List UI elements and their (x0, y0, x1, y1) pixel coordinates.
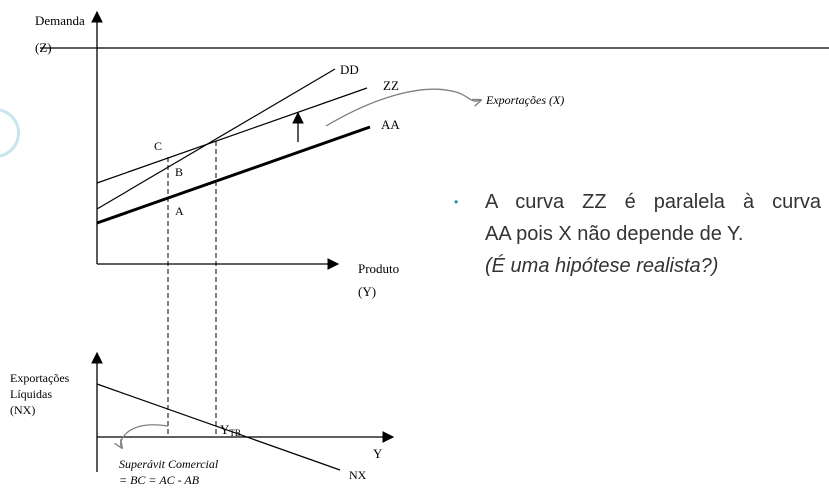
surplus-label-2: = BC = AC - AB (119, 473, 200, 487)
nx-label: NX (349, 468, 367, 482)
ytb-main: Y (220, 422, 230, 437)
surplus-arrow (121, 424, 169, 448)
zz-curve (96, 87, 368, 184)
bullet-icon: • (454, 195, 459, 209)
note-line-1: A curva ZZ é paralela à curva (485, 191, 821, 213)
bottom-x-label: Y (373, 446, 383, 461)
exports-arrow (325, 88, 481, 127)
nx-curve (96, 383, 341, 471)
top-y-label-2: (Z) (35, 40, 52, 55)
bottom-y-label-3: (NX) (10, 403, 35, 417)
surplus-label-1: Superávit Comercial (119, 457, 219, 471)
top-y-label-1: Demanda (35, 13, 85, 28)
ytb-label: YTB (220, 422, 241, 438)
note-line-3: (É uma hipótese realista?) (485, 255, 719, 277)
top-x-label-1: Produto (358, 261, 399, 276)
ytb-sub: TB (229, 428, 241, 438)
point-a-label: A (175, 204, 184, 218)
aa-label: AA (381, 117, 400, 132)
note-line-2: AA pois X não depende de Y. (485, 223, 744, 245)
point-b-label: B (175, 165, 183, 179)
dd-curve (96, 68, 336, 210)
dd-label: DD (340, 62, 359, 77)
zz-label: ZZ (383, 78, 399, 93)
exports-label: Exportações (X) (485, 93, 564, 107)
top-x-label-2: (Y) (358, 284, 376, 299)
aa-curve (96, 125, 371, 225)
point-c-label: C (154, 139, 162, 153)
bottom-y-label-1: Exportações (10, 371, 70, 385)
bottom-y-label-2: Líquidas (10, 387, 52, 401)
